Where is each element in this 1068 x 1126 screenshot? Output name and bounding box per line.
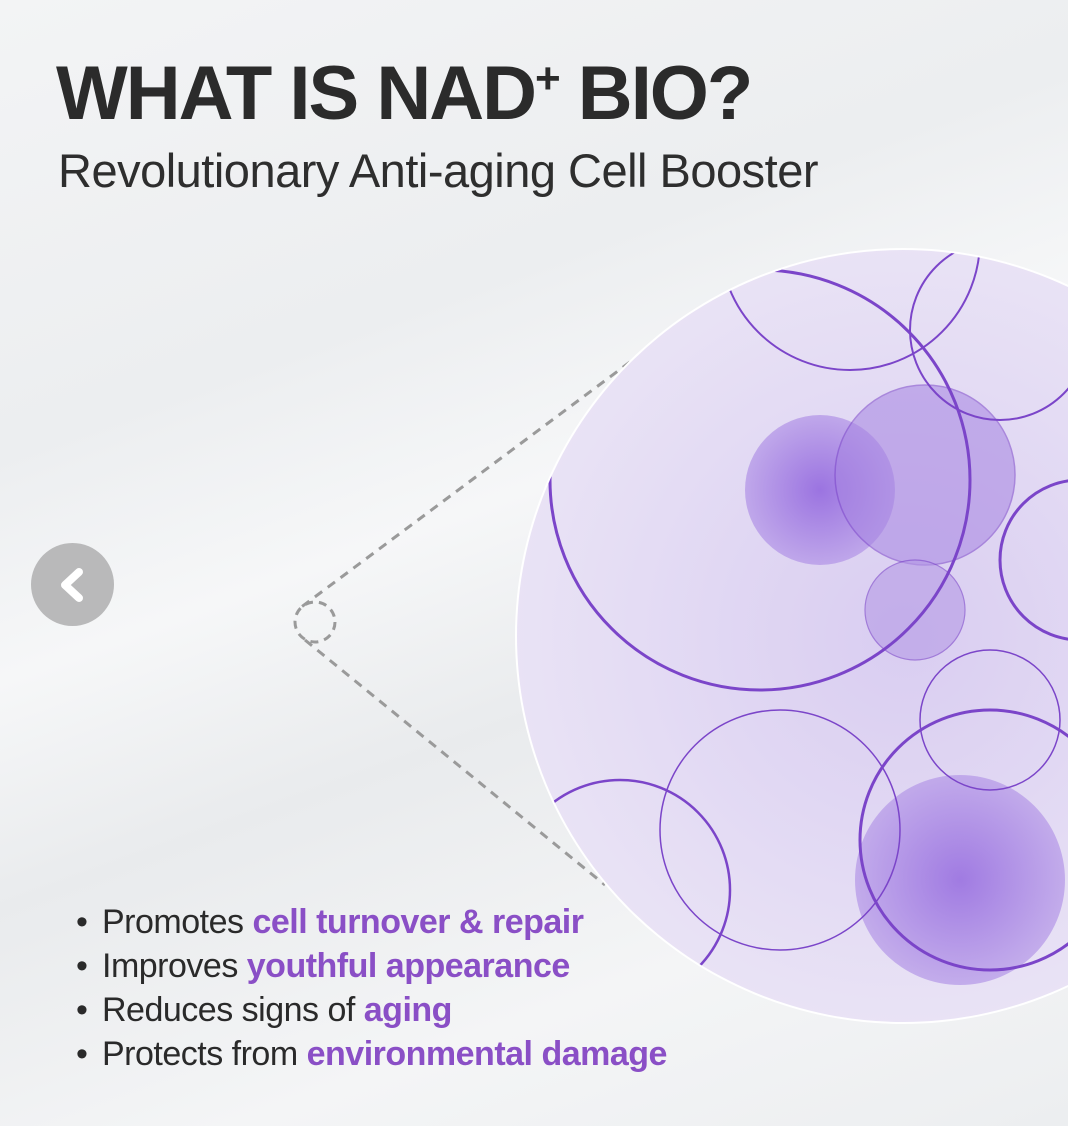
benefits-list: •Promotes cell turnover & repair •Improv…	[76, 900, 667, 1076]
carousel-prev-button[interactable]	[31, 543, 114, 626]
focus-point	[293, 600, 337, 644]
benefit-item: •Reduces signs of aging	[76, 991, 452, 1029]
dashed-connector	[299, 360, 631, 887]
page-subtitle: Revolutionary Anti-aging Cell Booster	[58, 144, 819, 197]
benefit-item: •Promotes cell turnover & repair	[76, 903, 584, 941]
benefit-item: •Protects from environmental damage	[76, 1035, 667, 1073]
benefit-item: •Improves youthful appearance	[76, 947, 570, 985]
page-title: WHAT IS NAD+ BIO?	[56, 51, 753, 136]
chevron-left-icon	[61, 568, 83, 602]
